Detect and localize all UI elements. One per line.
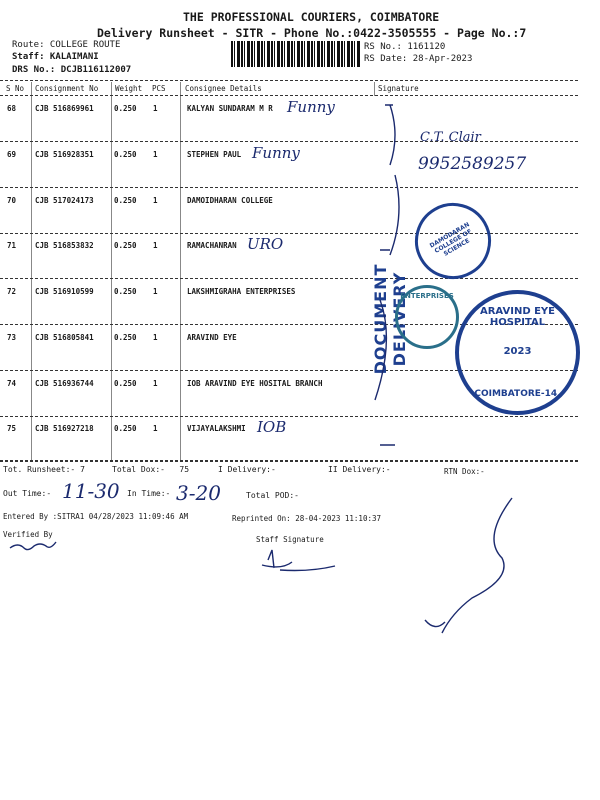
- col-weight: Weight: [115, 84, 143, 93]
- handwritten-phone: 9952589257: [418, 154, 527, 174]
- bracket-marks: [374, 104, 400, 446]
- col-consignee: Consignee Details: [185, 84, 262, 93]
- row-sno: 73: [7, 333, 17, 342]
- row-consignment-no: CJB 516910599: [35, 287, 94, 296]
- hospital-year: 2023: [503, 346, 532, 357]
- row-pcs: 1: [153, 333, 158, 342]
- i-delivery: I Delivery:-: [218, 465, 276, 474]
- total-pod: Total POD:-: [246, 491, 299, 500]
- row-sno: 74: [7, 379, 17, 388]
- row-sno: 71: [7, 241, 17, 250]
- in-time-label: In Time:-: [127, 489, 171, 498]
- receiver-signature: [424, 497, 513, 634]
- row-sno: 72: [7, 287, 17, 296]
- rtn-dox: RTN Dox:-: [444, 467, 485, 476]
- row-consignee: STEPHEN PAUL: [187, 150, 242, 159]
- row-pcs: 1: [153, 104, 158, 113]
- row-weight: 0.250: [114, 150, 137, 159]
- handwritten-note: IOB: [257, 418, 287, 436]
- row-weight: 0.250: [114, 104, 137, 113]
- verified-signature: [9, 541, 57, 551]
- divider: [0, 141, 578, 142]
- tot-runsheet: Tot. Runsheet:- 7: [3, 465, 85, 474]
- row-pcs: 1: [153, 150, 158, 159]
- enterprises-stamp: ENTERPRISES: [395, 285, 459, 349]
- row-weight: 0.250: [114, 333, 137, 342]
- handwritten-note: Funny: [252, 144, 300, 162]
- hospital-name: ARAVIND EYE HOSPITAL: [479, 306, 555, 328]
- divider: [111, 82, 112, 462]
- row-weight: 0.250: [114, 196, 137, 205]
- row-consignment-no: CJB 516936744: [35, 379, 94, 388]
- divider: [0, 80, 578, 81]
- staff-signature: [261, 549, 336, 572]
- divider: [0, 370, 578, 371]
- divider: [180, 82, 181, 462]
- row-sno: 75: [7, 424, 17, 433]
- barcode: [231, 41, 361, 67]
- out-time: 11-30: [62, 479, 120, 503]
- company-title: THE PROFESSIONAL COURIERS, COIMBATORE: [183, 10, 440, 24]
- divider: [374, 82, 375, 96]
- row-consignee: IOB ARAVIND EYE HOSITAL BRANCH: [187, 379, 323, 388]
- verified-by: Verified By: [3, 530, 53, 539]
- divider: [31, 82, 32, 462]
- row-consignment-no: CJB 516927218: [35, 424, 94, 433]
- out-time-label: Out Time:-: [3, 489, 52, 498]
- handwritten-name: C.T. Clair: [420, 130, 481, 145]
- divider: [0, 233, 578, 234]
- row-consignee: VIJAYALAKSHMI: [187, 424, 246, 433]
- row-consignee: RAMACHANRAN: [187, 241, 237, 250]
- route: Route: COLLEGE ROUTE: [12, 40, 121, 50]
- runsheet-subtitle: Delivery Runsheet - SITR - Phone No.:042…: [97, 26, 527, 40]
- divider: [0, 460, 578, 461]
- row-pcs: 1: [153, 424, 158, 433]
- row-pcs: 1: [153, 241, 158, 250]
- row-consignee: ARAVIND EYE: [187, 333, 237, 342]
- col-sno: S No: [6, 84, 25, 93]
- row-sno: 68: [7, 104, 17, 113]
- divider: [0, 95, 578, 96]
- col-consignment: Consignment No: [35, 84, 99, 93]
- handwritten-note: Funny: [287, 98, 335, 116]
- rs-number: RS No.: 1161120: [364, 42, 446, 52]
- row-pcs: 1: [153, 287, 158, 296]
- row-weight: 0.250: [114, 241, 137, 250]
- hospital-stamp: ARAVIND EYE HOSPITAL 2023 COIMBATORE-14.: [455, 290, 580, 415]
- col-pcs: PCS: [152, 84, 166, 93]
- reprinted-on: Reprinted On: 28-04-2023 11:10:37: [232, 514, 382, 523]
- row-pcs: 1: [153, 379, 158, 388]
- rs-date: RS Date: 28-Apr-2023: [364, 54, 473, 64]
- drs-number: DRS No.: DCJB116112007: [12, 65, 132, 75]
- staff: Staff: KALAIMANI: [12, 52, 99, 62]
- divider: [0, 324, 578, 325]
- row-consignee: DAMOIDHARAN COLLEGE: [187, 196, 273, 205]
- row-pcs: 1: [153, 196, 158, 205]
- ii-delivery: II Delivery:-: [328, 465, 391, 474]
- row-sno: 70: [7, 196, 17, 205]
- handwritten-note: URO: [247, 235, 284, 253]
- col-signature: Signature: [378, 84, 419, 93]
- hospital-city: COIMBATORE-14.: [474, 389, 561, 399]
- row-consignment-no: CJB 516928351: [35, 150, 94, 159]
- row-weight: 0.250: [114, 287, 137, 296]
- row-consignment-no: CJB 516869961: [35, 104, 94, 113]
- row-weight: 0.250: [114, 379, 137, 388]
- divider: [0, 278, 578, 279]
- row-consignment-no: CJB 516805841: [35, 333, 94, 342]
- staff-signature-label: Staff Signature: [256, 535, 324, 544]
- divider: [0, 187, 578, 188]
- row-sno: 69: [7, 150, 17, 159]
- row-consignment-no: CJB 516853832: [35, 241, 94, 250]
- total-dox: Total Dox:- 75: [112, 465, 190, 474]
- divider: [0, 416, 578, 417]
- entered-by: Entered By :SITRA1 04/28/2023 11:09:46 A…: [3, 512, 189, 521]
- row-weight: 0.250: [114, 424, 137, 433]
- in-time: 3-20: [176, 481, 221, 505]
- row-consignment-no: CJB 517024173: [35, 196, 94, 205]
- row-consignee: KALYAN SUNDARAM M R: [187, 104, 273, 113]
- divider: [0, 461, 578, 462]
- row-consignee: LAKSHMIGRAHA ENTERPRISES: [187, 287, 296, 296]
